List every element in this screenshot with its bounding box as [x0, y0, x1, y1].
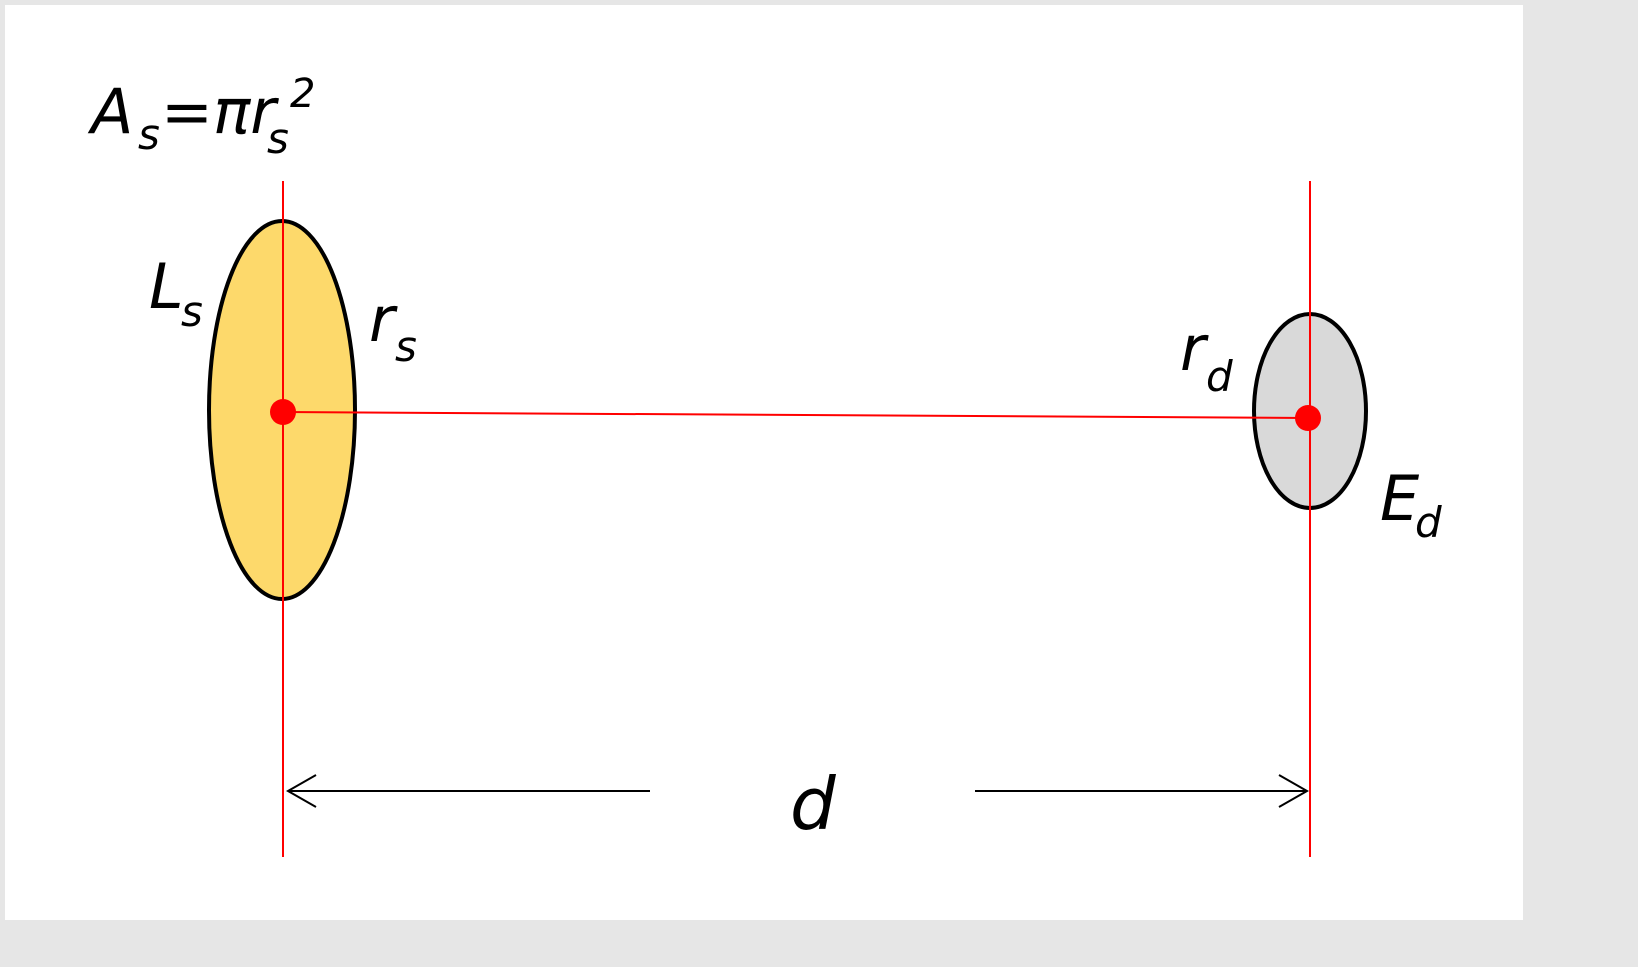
detector-illuminance-label: E	[1380, 462, 1420, 535]
area-formula-superscript-2: 2	[290, 71, 315, 117]
diagram-svg: A s =πr s 2 L s r s r d E d d	[87, 71, 1442, 857]
optical-axis-line	[282, 411, 1310, 419]
distance-label: d	[790, 762, 837, 846]
source-radius-label: r	[369, 283, 398, 356]
source-center-point	[270, 399, 296, 425]
arrow-right-icon	[1278, 774, 1310, 808]
area-formula-A: A	[87, 75, 133, 148]
area-formula-s-subscript-2: s	[267, 114, 289, 163]
detector-radius-subscript: d	[1206, 352, 1233, 401]
detector-radius-label: r	[1180, 312, 1209, 385]
area-formula-equals-pi-r: =πr	[161, 75, 279, 148]
source-luminance-label: L	[149, 250, 184, 323]
area-formula-s-subscript: s	[138, 110, 160, 159]
detector-center-point	[1295, 405, 1321, 431]
diagram-canvas: A s =πr s 2 L s r s r d E d d	[5, 5, 1523, 920]
source-radius-subscript: s	[395, 322, 417, 371]
detector-illuminance-subscript: d	[1415, 498, 1442, 547]
source-luminance-subscript: s	[181, 287, 203, 336]
arrow-left-icon	[285, 774, 317, 808]
